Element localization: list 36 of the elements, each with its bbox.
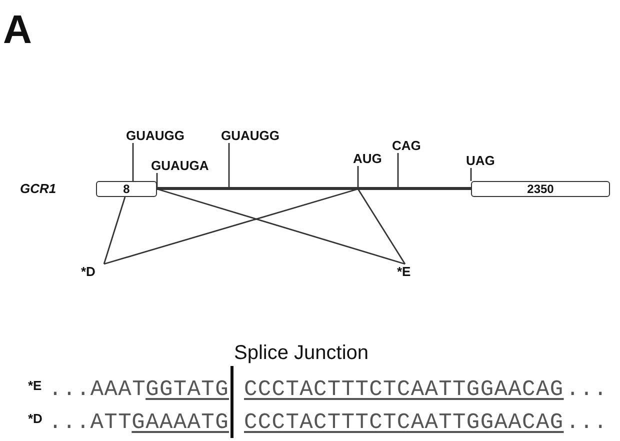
gene-name: GCR1 — [20, 181, 56, 197]
site-label: GUAUGG — [126, 128, 186, 143]
sequence-text: ...AAAT — [48, 377, 146, 403]
site-label: UAG — [466, 153, 506, 168]
site-label: *D — [81, 264, 111, 279]
isoform-label: *D — [28, 410, 42, 428]
junction-label: Splice Junction — [234, 341, 369, 365]
site-label: *E — [397, 264, 427, 279]
splice-line — [156, 188, 406, 265]
exon-box — [471, 181, 610, 197]
isoform-label: *E — [28, 377, 42, 395]
splice-line — [104, 188, 358, 265]
site-label: GUAUGG — [221, 128, 281, 143]
exon-box — [96, 181, 157, 197]
sequence-text: GAAAATG — [132, 410, 229, 436]
site-label: GUAUGA — [151, 158, 211, 173]
leader-line — [470, 168, 472, 181]
sequence-text: CCCTACTTTCTCAATTGGAACAG — [244, 410, 564, 436]
site-label: AUG — [353, 151, 393, 166]
leader-line — [132, 143, 134, 181]
sequence-text: ... — [566, 410, 608, 436]
site-label: CAG — [392, 138, 432, 153]
panel-letter: A — [3, 8, 32, 52]
exon-number: 2350 — [527, 183, 554, 195]
sequence-text: ...ATT — [48, 410, 132, 436]
sequence-text: ... — [566, 377, 608, 403]
exon-number: 8 — [123, 183, 130, 195]
sequence-text: GGTATG — [146, 377, 229, 403]
leader-line — [156, 173, 158, 189]
leader-line — [397, 153, 399, 189]
sequence-text: CCCTACTTTCTCAATTGGAACAG — [244, 377, 564, 403]
leader-line — [357, 166, 359, 189]
leader-line — [228, 143, 230, 189]
splice-line — [103, 196, 126, 264]
splice-line — [357, 188, 406, 264]
intron-line — [157, 187, 471, 190]
